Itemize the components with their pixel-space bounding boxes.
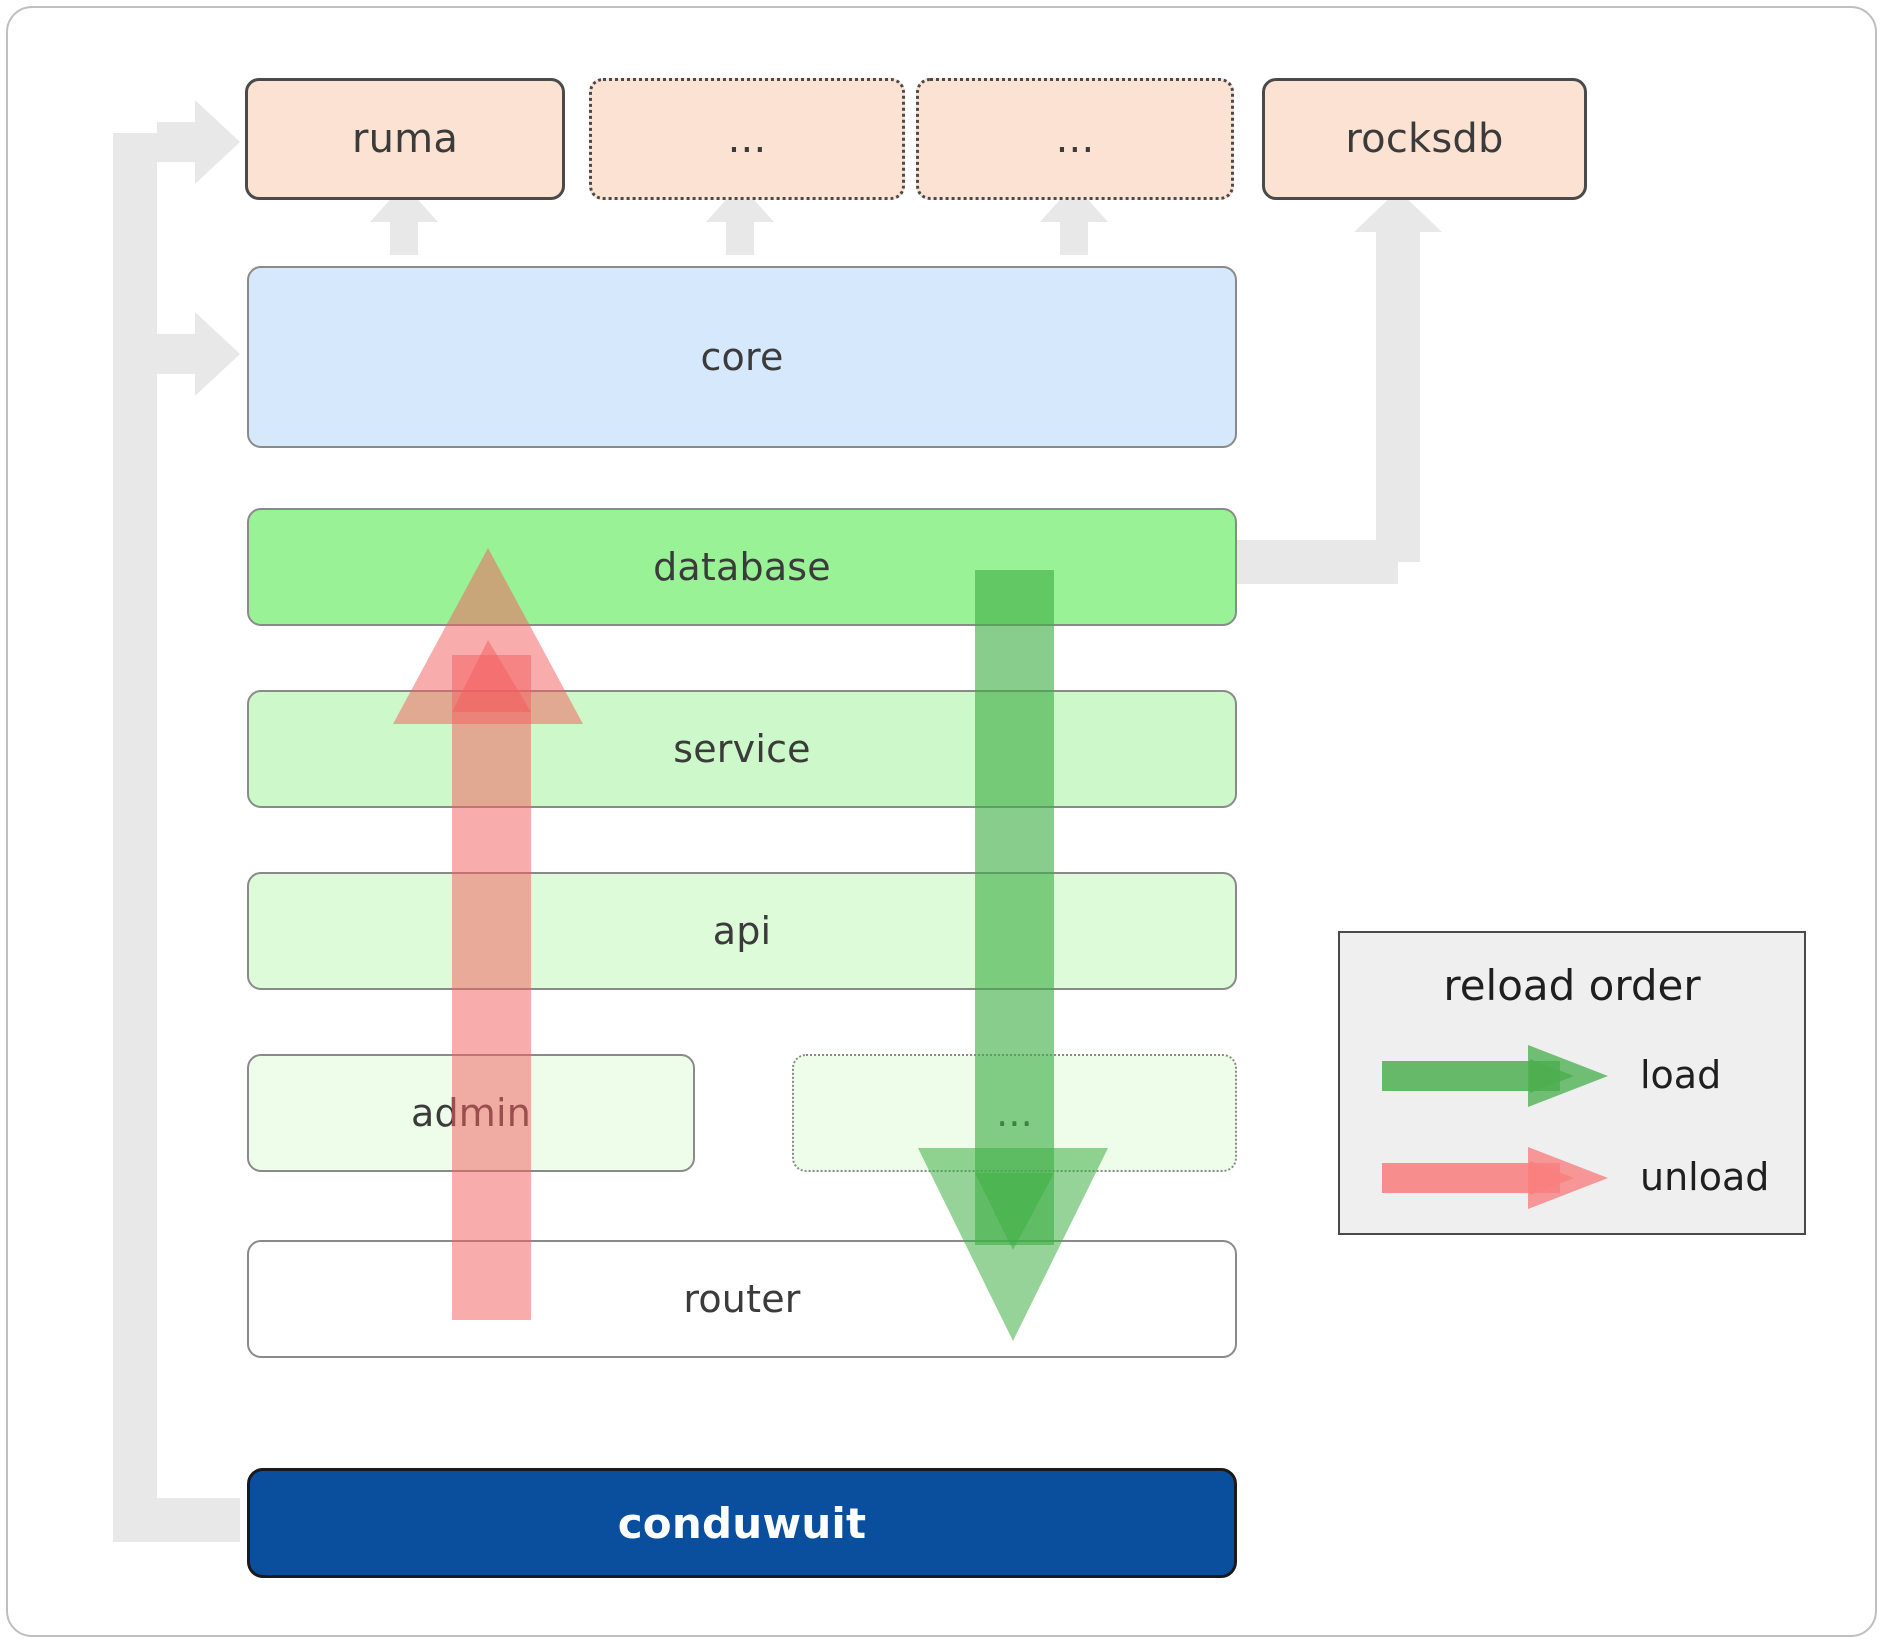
layer-box-admin[interactable]: admin bbox=[247, 1054, 695, 1172]
root-box-conduwuit[interactable]: conduwuit bbox=[247, 1468, 1237, 1578]
crate-box-ruma[interactable]: ruma bbox=[245, 78, 565, 200]
crate-box-ellipsis-1[interactable]: ... bbox=[589, 78, 905, 200]
layer-label: database bbox=[653, 545, 831, 589]
layer-label: router bbox=[683, 1277, 801, 1321]
layer-box-ellipsis[interactable]: ... bbox=[792, 1054, 1237, 1172]
load-arrow-icon bbox=[1382, 1045, 1608, 1107]
layer-box-router[interactable]: router bbox=[247, 1240, 1237, 1358]
layer-label: ... bbox=[996, 1091, 1033, 1135]
crate-box-rocksdb[interactable]: rocksdb bbox=[1262, 78, 1587, 200]
crate-label: ... bbox=[1055, 116, 1095, 162]
root-label: conduwuit bbox=[617, 1498, 867, 1548]
layer-label: service bbox=[673, 727, 811, 771]
layer-box-database[interactable]: database bbox=[247, 508, 1237, 626]
crate-box-ellipsis-2[interactable]: ... bbox=[916, 78, 1234, 200]
layer-box-api[interactable]: api bbox=[247, 872, 1237, 990]
crate-label: ruma bbox=[351, 116, 459, 162]
legend-label-unload: unload bbox=[1640, 1155, 1770, 1199]
layer-box-core[interactable]: core bbox=[247, 266, 1237, 448]
layer-label: core bbox=[700, 335, 784, 379]
legend-panel: reload order load unload bbox=[1338, 931, 1806, 1235]
legend-row-unload: unload bbox=[1340, 1147, 1804, 1241]
crate-label: rocksdb bbox=[1345, 116, 1504, 162]
legend-title: reload order bbox=[1443, 961, 1701, 1010]
legend-row-load: load bbox=[1340, 1045, 1804, 1139]
unload-arrow-icon bbox=[1382, 1147, 1608, 1209]
layer-label: admin bbox=[410, 1091, 532, 1135]
layer-label: api bbox=[712, 909, 772, 953]
legend-label-load: load bbox=[1640, 1053, 1722, 1097]
crate-label: ... bbox=[727, 116, 767, 162]
diagram-frame bbox=[6, 6, 1877, 1637]
layer-box-service[interactable]: service bbox=[247, 690, 1237, 808]
